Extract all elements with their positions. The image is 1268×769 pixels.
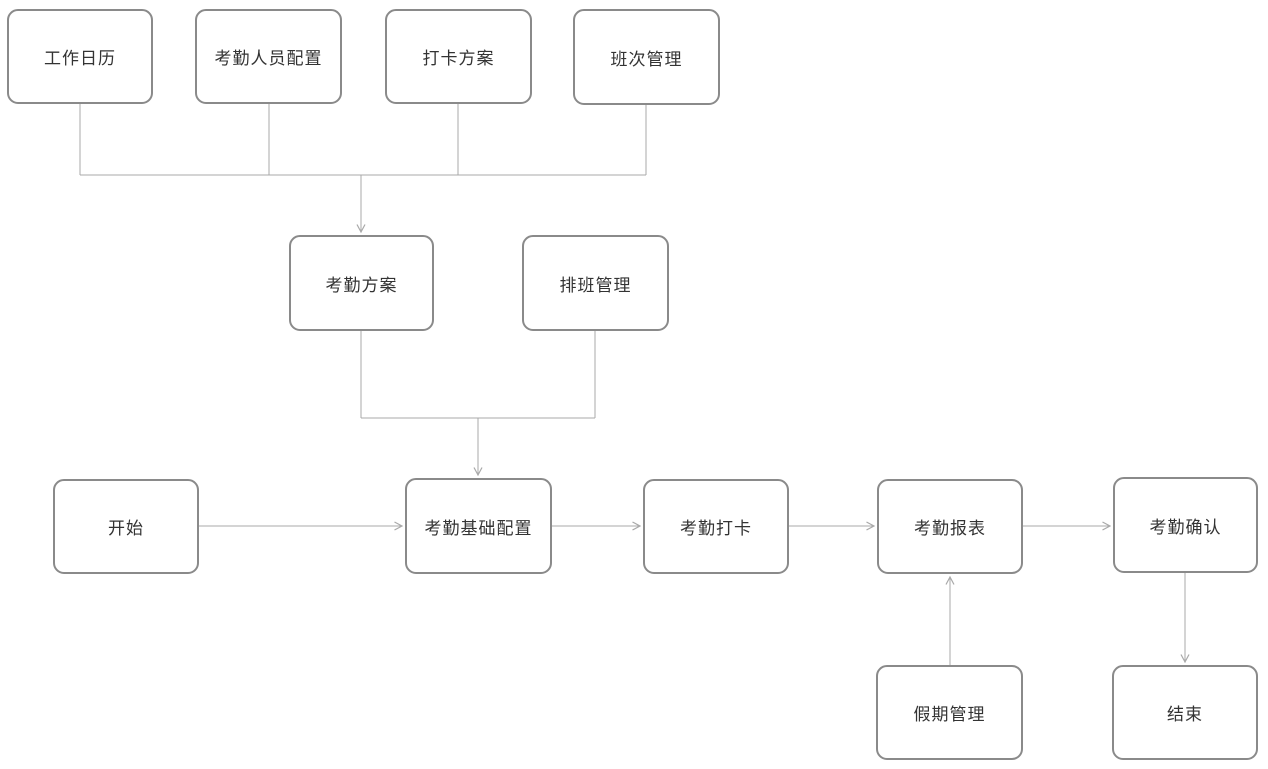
node-label: 考勤方案 xyxy=(325,275,398,295)
edge-group xyxy=(79,104,1190,665)
node-label: 考勤人员配置 xyxy=(214,49,323,68)
node-attendance-report[interactable]: 考勤报表 xyxy=(877,479,1023,574)
node-label: 开始 xyxy=(108,519,144,538)
node-label: 假期管理 xyxy=(913,705,986,724)
node-attendance-clock-in[interactable]: 考勤打卡 xyxy=(643,479,789,574)
node-attendance-staff-config[interactable]: 考勤人员配置 xyxy=(195,9,342,104)
node-label: 班次管理 xyxy=(610,49,683,69)
node-label: 考勤确认 xyxy=(1149,517,1222,537)
node-label: 考勤打卡 xyxy=(680,519,752,538)
node-scheduling-management[interactable]: 排班管理 xyxy=(522,235,669,331)
node-attendance-basic-config[interactable]: 考勤基础配置 xyxy=(405,478,552,574)
node-label: 结束 xyxy=(1167,705,1203,724)
node-label: 排班管理 xyxy=(559,275,632,295)
node-start[interactable]: 开始 xyxy=(53,479,199,574)
node-label: 考勤报表 xyxy=(914,519,986,538)
node-attendance-plan[interactable]: 考勤方案 xyxy=(289,235,434,331)
node-label: 工作日历 xyxy=(44,49,116,68)
node-label: 打卡方案 xyxy=(422,49,495,68)
node-label: 考勤基础配置 xyxy=(424,518,533,538)
node-holiday-management[interactable]: 假期管理 xyxy=(876,665,1023,760)
node-clock-in-plan[interactable]: 打卡方案 xyxy=(385,9,532,104)
node-shift-management[interactable]: 班次管理 xyxy=(573,9,720,105)
node-attendance-confirm[interactable]: 考勤确认 xyxy=(1113,477,1258,573)
node-end[interactable]: 结束 xyxy=(1112,665,1258,760)
node-work-calendar[interactable]: 工作日历 xyxy=(7,9,153,104)
